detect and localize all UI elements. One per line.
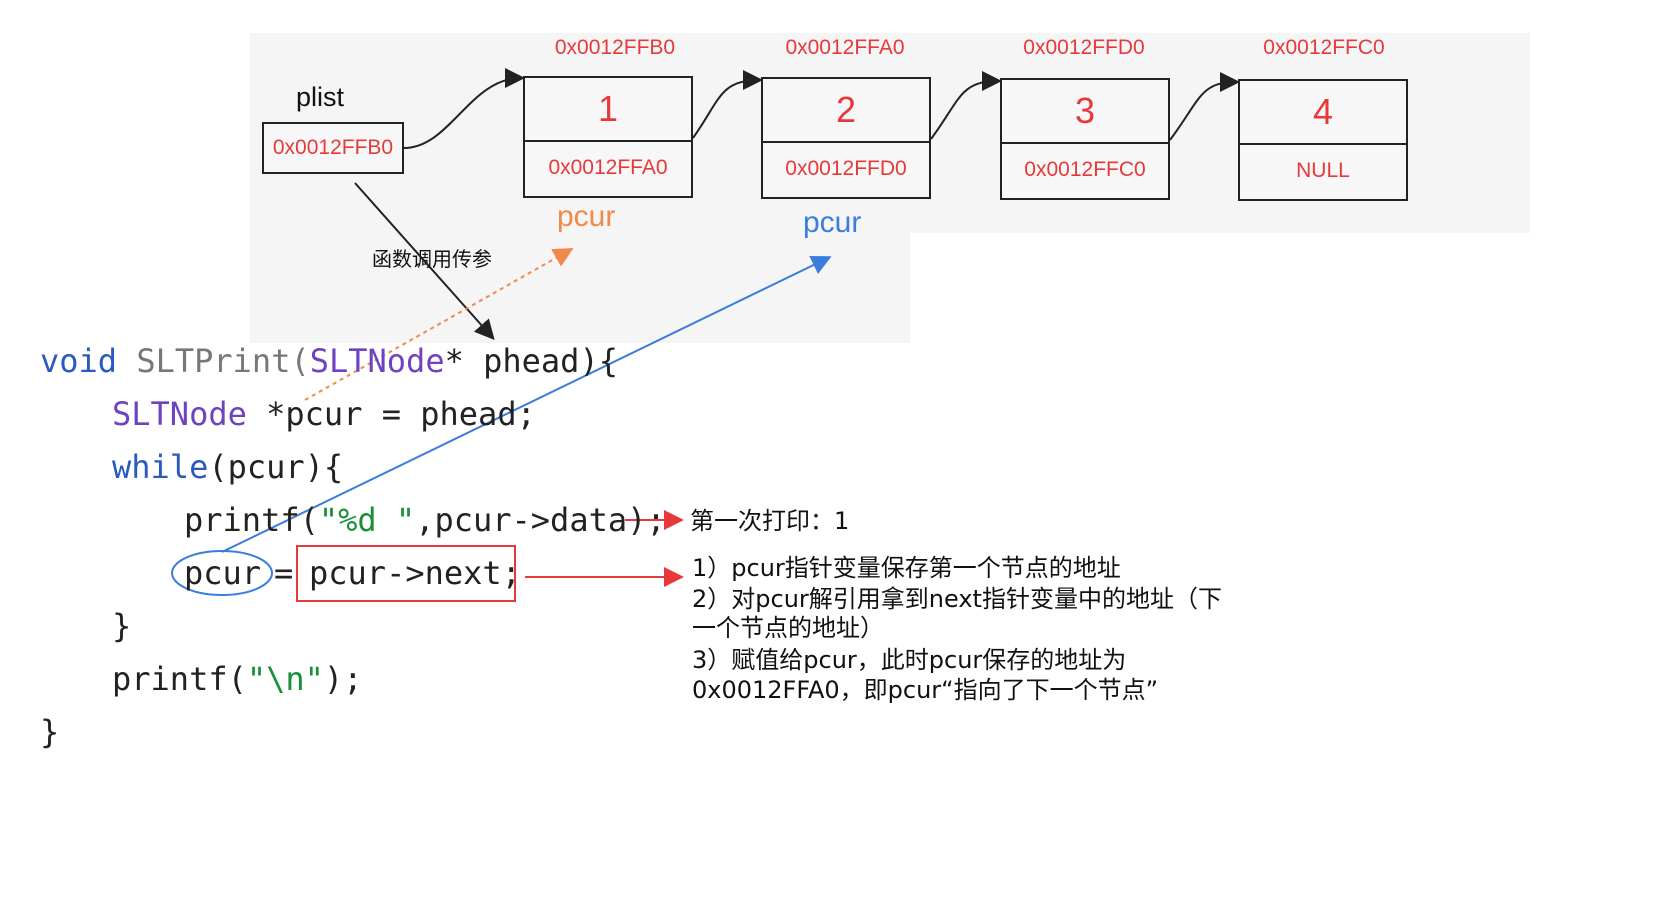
plist-label: plist xyxy=(296,82,345,112)
node-next: 0x0012FFA0 xyxy=(548,156,668,179)
step-1-note: 1）pcur指针变量保存第一个节点的地址 xyxy=(692,554,1121,582)
code-text: ,pcur->data); xyxy=(415,501,666,539)
diagram-panel-lower xyxy=(250,233,910,343)
plist-to-node1-arrow xyxy=(403,68,525,149)
pcur-label-orange: pcur xyxy=(557,200,616,233)
node2-to-node3-arrow xyxy=(930,71,1002,140)
node-next: NULL xyxy=(1296,159,1350,182)
next-expr-highlight-box xyxy=(296,545,516,602)
list-node-2: 2 0x0012FFD0 xyxy=(761,77,931,199)
code-text: *pcur = phead; xyxy=(246,395,536,433)
node-data: 3 xyxy=(1002,80,1168,144)
code-text: ); xyxy=(323,660,363,698)
plist-box: 0x0012FFB0 xyxy=(262,122,404,174)
node-next: 0x0012FFD0 xyxy=(785,157,907,180)
code-text: printf( xyxy=(112,660,247,698)
list-node-1: 1 0x0012FFA0 xyxy=(523,76,693,198)
pcur-orange-arrow xyxy=(304,248,574,401)
code-type: SLTNode xyxy=(112,395,247,433)
call-label: 函数调用传参 xyxy=(372,247,492,271)
code-function: SLTPrint( xyxy=(117,342,310,380)
code-line-2: SLTNode *pcur = phead; xyxy=(112,394,536,434)
code-text: printf( xyxy=(184,501,319,539)
code-keyword: while xyxy=(112,448,209,486)
code-type: SLTNode xyxy=(309,342,445,380)
node-3-address: 0x0012FFD0 xyxy=(1023,36,1145,59)
node-next: 0x0012FFC0 xyxy=(1024,158,1146,181)
code-line-8: } xyxy=(40,713,60,751)
first-print-note: 第一次打印：1 xyxy=(690,507,850,535)
code-line-5-pcur: pcur xyxy=(184,554,262,592)
code-line-6: } xyxy=(112,607,132,645)
step-3-note-b: 0x0012FFA0，即pcur“指向了下一个节点” xyxy=(692,676,1159,704)
code-string: "%d " xyxy=(318,501,416,539)
code-text: * phead){ xyxy=(444,342,618,380)
node-data: 4 xyxy=(1240,81,1406,145)
step-3-note-a: 3）赋值给pcur，此时pcur保存的地址为 xyxy=(692,646,1127,674)
code-keyword: void xyxy=(40,342,118,380)
code-line-4: printf("%d ",pcur->data); xyxy=(184,500,666,540)
code-line-5-eq: = xyxy=(274,554,294,592)
list-node-3: 3 0x0012FFC0 xyxy=(1000,78,1170,200)
node-4-address: 0x0012FFC0 xyxy=(1263,36,1385,59)
call-param-arrow xyxy=(354,182,495,340)
plist-value: 0x0012FFB0 xyxy=(272,136,394,159)
step-2-note-a: 2）对pcur解引用拿到next指针变量中的地址（下 xyxy=(692,585,1222,613)
node-data: 1 xyxy=(525,78,691,142)
pcur-highlight-ellipse xyxy=(171,550,273,596)
step-2-note-b: 一个节点的地址） xyxy=(692,614,884,642)
pcur-label-blue: pcur xyxy=(803,206,862,239)
code-line-5-expr: pcur->next; xyxy=(309,554,521,592)
node-data: 2 xyxy=(763,79,929,143)
code-line-7: printf("\n"); xyxy=(112,659,362,699)
node1-to-node2-arrow xyxy=(692,70,763,139)
code-text: (pcur){ xyxy=(208,448,344,486)
node-2-address: 0x0012FFA0 xyxy=(785,36,905,59)
pcur-blue-arrow xyxy=(221,255,832,553)
node-1-address: 0x0012FFB0 xyxy=(554,36,676,59)
code-line-3: while(pcur){ xyxy=(112,447,343,487)
node3-to-node4-arrow xyxy=(1169,72,1240,141)
list-node-4: 4 NULL xyxy=(1238,79,1408,201)
code-string: "\n" xyxy=(246,660,324,698)
code-line-1: void SLTPrint(SLTNode* phead){ xyxy=(40,341,618,381)
